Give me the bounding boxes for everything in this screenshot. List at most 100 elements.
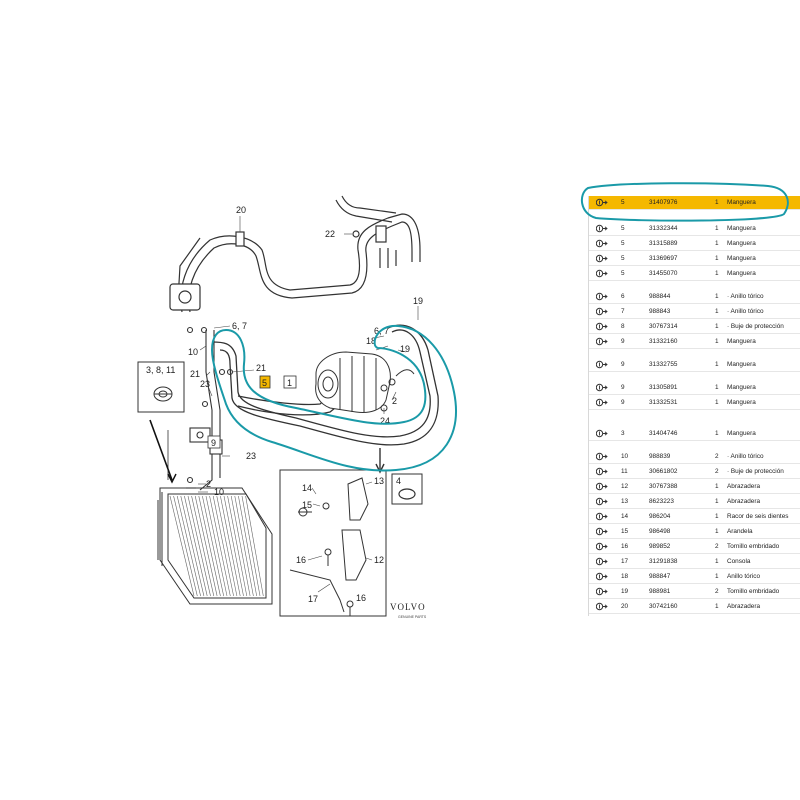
left-pipe-bracket <box>149 326 234 491</box>
cart-arrow-icon[interactable] <box>596 224 608 233</box>
callout-9: 9 <box>211 438 216 448</box>
parts-ref: 14 <box>621 513 629 520</box>
condenser-fin <box>202 495 224 597</box>
callout-19-right: 19 <box>400 344 410 354</box>
cart-arrow-icon[interactable] <box>596 239 608 248</box>
condenser <box>157 487 273 605</box>
parts-description: · Buje de protección <box>727 468 784 475</box>
volvo-logo-subtext: GENUINE PARTS <box>398 615 427 619</box>
parts-qty: 2 <box>715 468 719 475</box>
cart-arrow-icon[interactable] <box>596 512 608 521</box>
parts-qty: 1 <box>715 199 719 206</box>
parts-description: Manguera <box>727 199 756 206</box>
cart-arrow-icon[interactable] <box>596 452 608 461</box>
parts-number: 31305891 <box>649 384 678 391</box>
cart-arrow-icon[interactable] <box>596 587 608 596</box>
callout-21-left: 21 <box>190 369 200 379</box>
cart-arrow-icon[interactable] <box>596 307 608 316</box>
parts-ref: 19 <box>621 588 629 595</box>
cart-arrow-icon[interactable] <box>596 497 608 506</box>
cart-arrow-icon[interactable] <box>596 429 608 438</box>
parts-qty: 1 <box>715 430 719 437</box>
parts-qty: 1 <box>715 338 719 345</box>
parts-number: 988847 <box>649 573 671 580</box>
leader-lines <box>198 216 419 593</box>
cart-arrow-icon[interactable] <box>596 360 608 369</box>
cart-arrow-icon[interactable] <box>596 467 608 476</box>
callout-13: 13 <box>374 476 384 486</box>
parts-qty: 1 <box>715 270 719 277</box>
condenser-fin <box>180 495 205 597</box>
parts-qty: 1 <box>715 293 719 300</box>
callout-16-lower: 16 <box>356 593 366 603</box>
parts-description: Manguera <box>727 384 756 391</box>
parts-number: 31332531 <box>649 399 678 406</box>
parts-ref: 5 <box>621 199 625 206</box>
parts-description: · Buje de protección <box>727 323 784 330</box>
callout-1: 1 <box>287 378 292 388</box>
parts-number: 8623223 <box>649 498 674 505</box>
parts-number: 31404746 <box>649 430 678 437</box>
cart-arrow-icon[interactable] <box>596 527 608 536</box>
cart-arrow-icon[interactable] <box>596 482 608 491</box>
parts-description: Manguera <box>727 399 756 406</box>
cart-arrow-icon[interactable] <box>596 337 608 346</box>
callout-10-upper: 10 <box>188 347 198 357</box>
parts-description: Consola <box>727 558 751 565</box>
parts-qty: 1 <box>715 513 719 520</box>
parts-qty: 1 <box>715 399 719 406</box>
parts-number: 30661802 <box>649 468 678 475</box>
condenser-fin <box>241 495 261 597</box>
parts-ref: 9 <box>621 361 625 368</box>
callout-23-upper: 23 <box>200 379 210 389</box>
cart-arrow-icon[interactable] <box>596 254 608 263</box>
cart-arrow-icon[interactable] <box>596 269 608 278</box>
cart-arrow-icon[interactable] <box>596 542 608 551</box>
condenser-fin <box>245 495 264 597</box>
parts-number: 31315889 <box>649 240 678 247</box>
parts-number: 30767314 <box>649 323 678 330</box>
condenser-fin <box>223 495 244 597</box>
parts-ref: 10 <box>621 453 629 460</box>
callout-boxes <box>207 375 297 449</box>
cart-arrow-icon[interactable] <box>596 557 608 566</box>
parts-description: · Anillo tórico <box>727 308 764 315</box>
cart-arrow-icon[interactable] <box>596 322 608 331</box>
cart-arrow-icon[interactable] <box>596 398 608 407</box>
cart-arrow-icon[interactable] <box>596 602 608 611</box>
cart-arrow-icon[interactable] <box>596 383 608 392</box>
cart-arrow-icon[interactable] <box>596 198 608 207</box>
parts-ref: 18 <box>621 573 629 580</box>
callout-17: 17 <box>308 594 318 604</box>
parts-qty: 1 <box>715 308 719 315</box>
cart-arrow-icon[interactable] <box>596 292 608 301</box>
detail-box-bracket <box>279 448 387 617</box>
callout-24: 24 <box>380 416 390 426</box>
callout-18: 18 <box>366 336 376 346</box>
cart-arrow-icon[interactable] <box>596 572 608 581</box>
